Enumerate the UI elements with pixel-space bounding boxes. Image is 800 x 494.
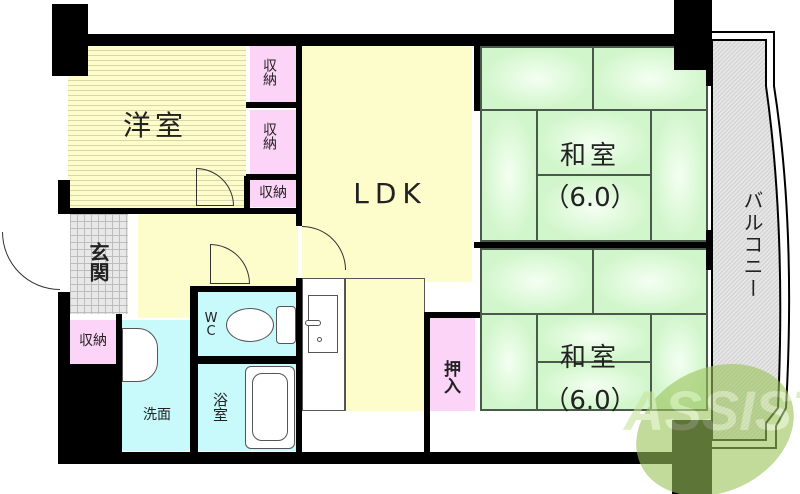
- bathtub-inner: [252, 373, 288, 441]
- wall: [706, 46, 712, 86]
- room-japanese-2-size: （6.0）: [543, 386, 637, 416]
- closet: [429, 318, 475, 411]
- balcony-label: バルコニー: [740, 190, 764, 300]
- toilet-icon: [226, 308, 274, 342]
- wall: [424, 312, 480, 318]
- storage-4-label: 収納: [79, 333, 107, 349]
- storage-2: [250, 110, 296, 174]
- entrance: [70, 214, 128, 314]
- wall: [246, 102, 296, 108]
- faucet-icon: [305, 320, 321, 326]
- bathroom-label: 浴室: [211, 392, 229, 422]
- wall: [474, 242, 710, 248]
- entrance-door-arc: [2, 232, 60, 290]
- storage-1: [250, 46, 296, 102]
- wall: [424, 312, 430, 454]
- tatami-mat: [480, 313, 538, 411]
- wall: [674, 0, 712, 70]
- storage-4: [70, 320, 116, 364]
- wall: [244, 176, 250, 214]
- room-japanese-1-size: （6.0）: [543, 183, 637, 213]
- room-ldk-kitchen-area: [345, 278, 425, 411]
- wall: [52, 34, 702, 46]
- wall: [190, 286, 198, 456]
- storage-2-label: 収納: [261, 122, 277, 150]
- wall: [198, 356, 296, 364]
- watermark-text: ASSIST: [622, 379, 800, 442]
- tatami-mat: [592, 248, 708, 315]
- wall: [68, 208, 298, 214]
- storage-1-label: 収納: [261, 58, 277, 86]
- room-ldk-label: LDK: [353, 177, 427, 210]
- wall: [190, 286, 302, 292]
- tatami-mat: [480, 46, 594, 111]
- wc-label: WC: [204, 311, 218, 339]
- toilet-tank: [276, 306, 296, 344]
- storage-3: [250, 180, 296, 207]
- wall: [246, 174, 296, 180]
- wall: [70, 364, 122, 456]
- tatami-mat: [650, 109, 708, 242]
- tatami-mat: [480, 248, 594, 315]
- assist-logo-watermark: ASSIST: [622, 363, 800, 494]
- room-japanese-1: [480, 46, 708, 242]
- tatami-mat: [480, 109, 538, 242]
- washroom-label: 洗面: [143, 407, 171, 423]
- wall: [58, 180, 70, 214]
- drain-icon: [317, 337, 322, 342]
- wall: [296, 278, 302, 456]
- wall: [296, 46, 302, 226]
- wall: [58, 452, 710, 464]
- wall: [706, 230, 712, 270]
- tatami-mat: [536, 174, 652, 242]
- room-western-label: 洋室: [122, 109, 187, 142]
- room-japanese-1-label: 和室: [559, 141, 620, 171]
- room-japanese-2-label: 和室: [559, 343, 620, 373]
- tatami-mat: [536, 361, 652, 411]
- entrance-label: 玄関: [86, 242, 110, 282]
- wash-basin: [122, 328, 158, 382]
- wall: [116, 314, 122, 454]
- wall: [58, 292, 70, 464]
- storage-3-label: 収納: [259, 185, 287, 201]
- wall: [474, 46, 480, 111]
- closet-label: 押入: [440, 360, 460, 394]
